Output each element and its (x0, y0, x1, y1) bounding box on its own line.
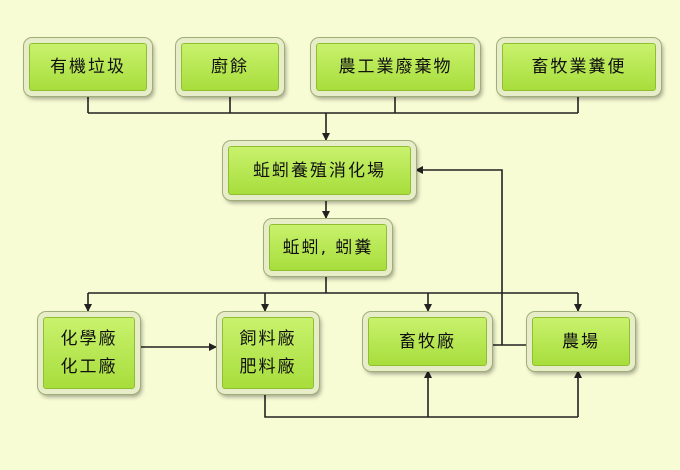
edge-feed-down (264, 393, 578, 418)
node-label: 蚯蚓, 蚓糞 (282, 237, 374, 258)
edge-feedback-to-plant (415, 166, 503, 345)
node-label: 農場 (562, 331, 600, 352)
node-label-feed: 飼料廠 (239, 329, 297, 349)
node-feed-fertilizer: 飼料廠 肥料廠 (216, 311, 320, 395)
node-label: 農工業廢棄物 (338, 57, 453, 77)
node-label-fertilizer: 肥料廠 (239, 357, 297, 377)
node-chemical-factories: 化學廠 化工廠 (37, 311, 141, 395)
node-livestock-manure: 畜牧業糞便 (496, 37, 662, 97)
node-livestock-farm: 畜牧廠 (362, 311, 493, 372)
node-label: 有機垃圾 (50, 57, 126, 77)
node-label: 畜牧廠 (399, 331, 456, 352)
node-farm: 農場 (526, 311, 636, 372)
node-kitchen-waste: 廚餘 (175, 37, 285, 97)
node-label-chemical-engineering: 化工廠 (60, 357, 118, 377)
node-agri-industrial-waste: 農工業廢棄物 (310, 37, 481, 97)
node-vermiculture-plant: 蚯蚓養殖消化場 (222, 140, 417, 201)
node-label: 蚯蚓養殖消化場 (253, 160, 386, 181)
node-label: 畜牧業糞便 (531, 57, 627, 77)
node-organic-waste: 有機垃圾 (23, 37, 153, 97)
node-label: 廚餘 (211, 57, 249, 77)
node-label-chemical: 化學廠 (60, 329, 118, 349)
node-worms-castings: 蚯蚓, 蚓糞 (263, 218, 393, 277)
